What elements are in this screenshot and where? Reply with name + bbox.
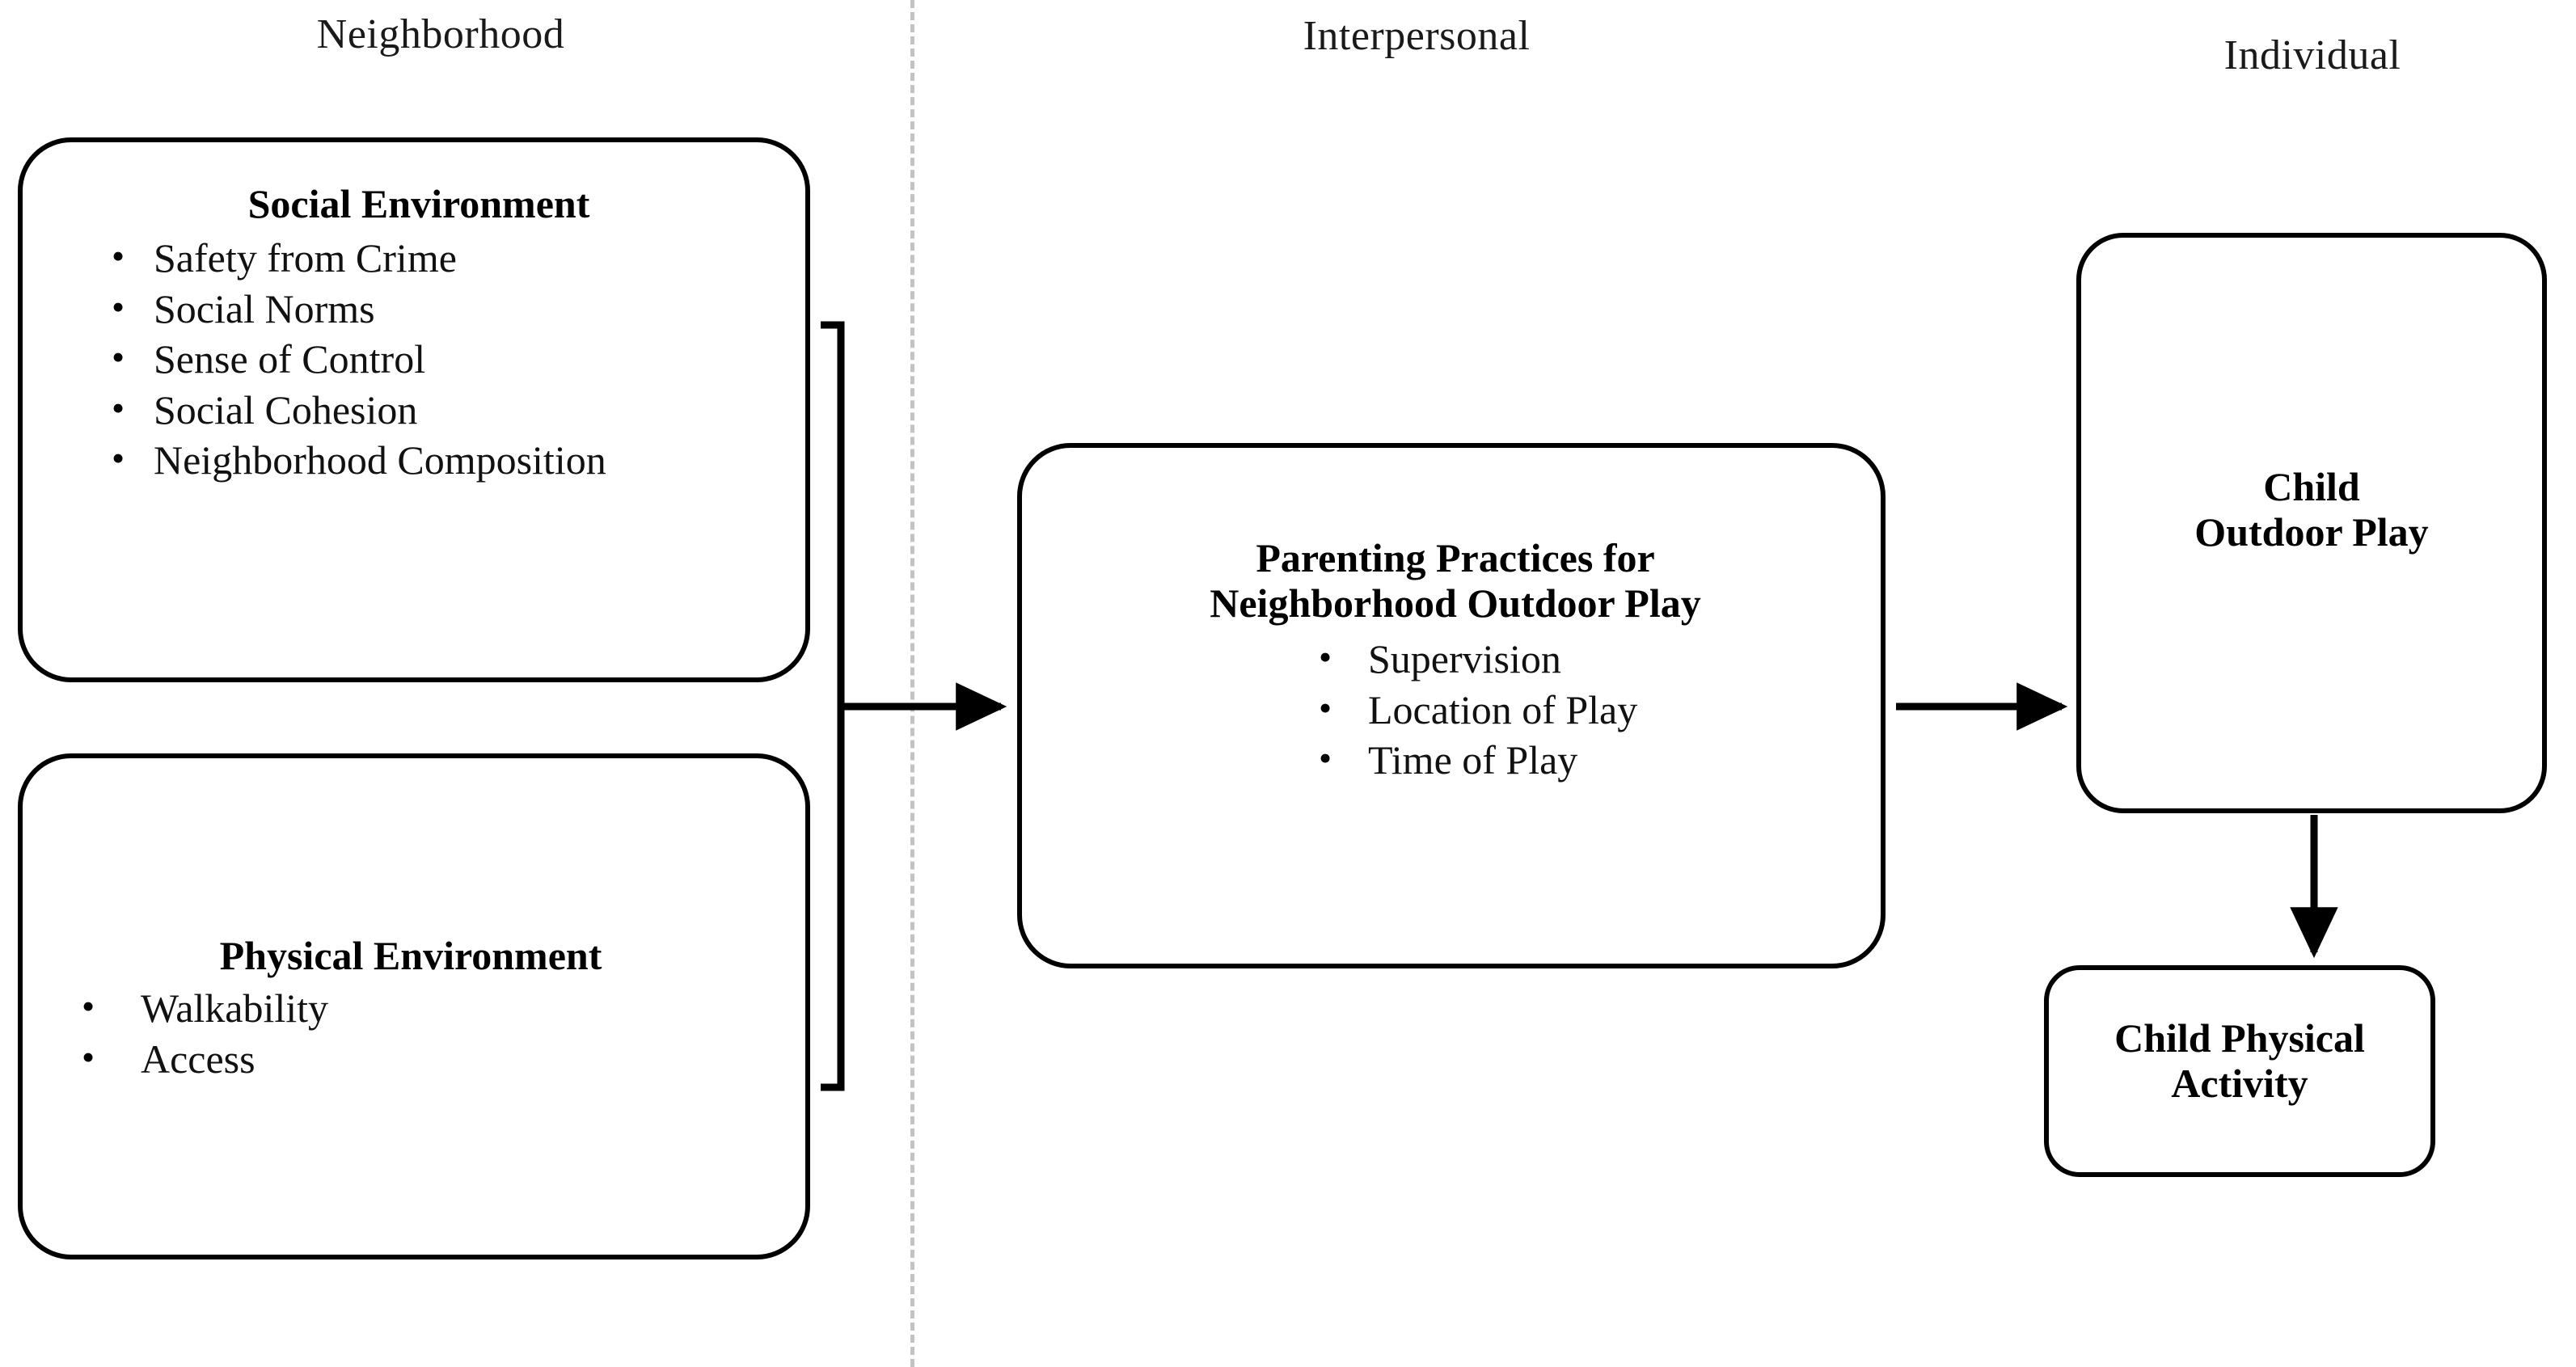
list-item: • Location of Play: [1303, 685, 1860, 736]
list-item-label: Social Norms: [154, 285, 375, 331]
box-social-environment: Social Environment • Safety from Crime •…: [18, 137, 810, 682]
bullet-dot-icon: •: [111, 437, 125, 479]
box-title-physical-environment: Physical Environment: [219, 933, 602, 978]
bullet-dot-icon: •: [111, 386, 125, 428]
box-title-line-1: Child: [2263, 464, 2360, 509]
list-item: • Sense of Control: [94, 334, 766, 385]
bullet-dot-icon: •: [111, 336, 125, 378]
bullet-dot-icon: •: [81, 1036, 95, 1078]
bullet-dot-icon: •: [1318, 636, 1332, 677]
list-item-label: Location of Play: [1368, 686, 1638, 732]
column-divider-dashed: [910, 0, 914, 1367]
column-header-interpersonal: Interpersonal: [1303, 13, 1531, 59]
column-header-individual: Individual: [2223, 32, 2401, 78]
list-item: • Social Norms: [94, 284, 766, 335]
bullet-list-social-environment: • Safety from Crime • Social Norms • Sen…: [94, 233, 766, 486]
box-title-parenting-practices: Parenting Practices for Neighborhood Out…: [1051, 535, 1860, 626]
bullet-list-parenting-practices: • Supervision • Location of Play • Time …: [1303, 634, 1860, 786]
column-header-neighborhood: Neighborhood: [316, 11, 565, 57]
list-item: • Social Cohesion: [94, 385, 766, 436]
list-item-label: Supervision: [1368, 636, 1561, 681]
bullet-list-physical-environment: • Walkability • Access: [60, 983, 766, 1084]
list-item: • Safety from Crime: [94, 233, 766, 284]
box-title-social-environment: Social Environment: [247, 181, 590, 226]
list-item-label: Safety from Crime: [154, 235, 457, 281]
box-title-line-1: Parenting Practices for: [1256, 535, 1655, 580]
bullet-dot-icon: •: [1318, 686, 1332, 728]
box-title-line-1: Child Physical: [2114, 1015, 2365, 1061]
box-title-line-2: Outdoor Play: [2194, 509, 2429, 555]
box-parenting-practices: Parenting Practices for Neighborhood Out…: [1017, 443, 1886, 968]
bullet-dot-icon: •: [81, 985, 95, 1027]
box-child-physical-activity: Child Physical Activity: [2044, 965, 2435, 1177]
bullet-dot-icon: •: [111, 235, 125, 276]
bullet-dot-icon: •: [111, 285, 125, 327]
list-item: • Access: [60, 1034, 766, 1085]
box-child-outdoor-play: Child Outdoor Play: [2076, 233, 2547, 813]
box-title-line-2: Activity: [2171, 1061, 2308, 1106]
list-item-label: Time of Play: [1368, 737, 1578, 783]
list-item: • Supervision: [1303, 634, 1860, 685]
box-title-line-2: Neighborhood Outdoor Play: [1210, 580, 1701, 626]
bullet-dot-icon: •: [1318, 737, 1332, 778]
list-item-label: Social Cohesion: [154, 386, 418, 432]
list-item-label: Walkability: [141, 985, 329, 1031]
list-item: • Time of Play: [1303, 735, 1860, 786]
box-title-child-outdoor-play: Child Outdoor Play: [2081, 464, 2542, 555]
list-item-label: Access: [141, 1036, 255, 1082]
list-item: • Neighborhood Composition: [94, 435, 766, 486]
box-title-child-physical-activity: Child Physical Activity: [2049, 1015, 2430, 1106]
list-item-label: Sense of Control: [154, 336, 426, 382]
list-item-label: Neighborhood Composition: [154, 437, 606, 483]
list-item: • Walkability: [60, 983, 766, 1034]
box-physical-environment: Physical Environment • Walkability • Acc…: [18, 753, 810, 1259]
